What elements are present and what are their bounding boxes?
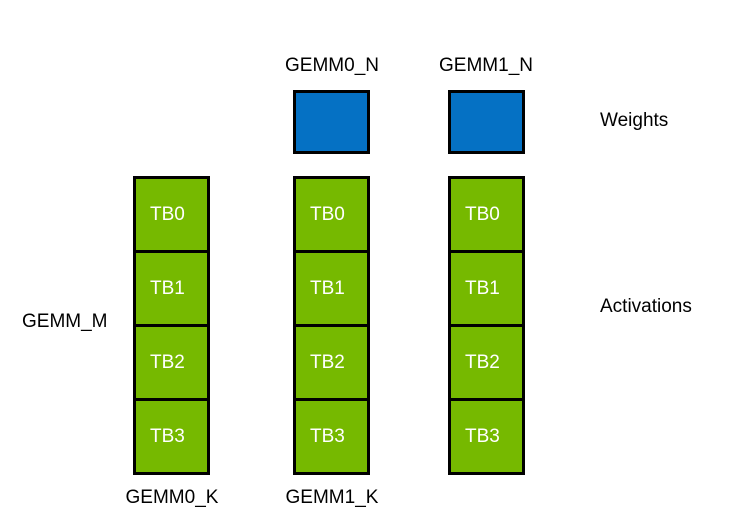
tb-cell-label: TB3: [150, 426, 185, 447]
gemm-m-label: GEMM_M: [22, 311, 108, 332]
tb-cell[interactable]: TB1: [293, 250, 370, 327]
tb-cell[interactable]: TB0: [293, 176, 370, 253]
tb-cell-label: TB3: [465, 426, 500, 447]
weights-row-label: Weights: [600, 110, 669, 131]
tb-cell[interactable]: TB3: [293, 398, 370, 475]
tb-cell[interactable]: TB2: [448, 324, 525, 401]
activation-column-2: TB0 TB1 TB2 TB3: [448, 176, 525, 475]
weight-block-1[interactable]: [448, 90, 525, 154]
bottom-label-gemm1-k: GEMM1_K: [285, 487, 379, 508]
tb-cell[interactable]: TB0: [133, 176, 210, 253]
tb-cell[interactable]: TB3: [448, 398, 525, 475]
tb-cell-label: TB0: [465, 204, 500, 225]
tb-cell[interactable]: TB1: [448, 250, 525, 327]
tb-cell-label: TB2: [310, 352, 345, 373]
column-header-gemm0-n-line1: GEMM0_N: [285, 55, 379, 76]
tb-cell-label: TB0: [150, 204, 185, 225]
bottom-label-gemm0-k: GEMM0_K: [125, 487, 219, 508]
column-header-gemm1-n-line1: GEMM1_N: [439, 55, 533, 76]
activation-column-0: TB0 TB1 TB2 TB3: [133, 176, 210, 475]
tb-cell[interactable]: TB3: [133, 398, 210, 475]
tb-cell-label: TB2: [465, 352, 500, 373]
tb-cell[interactable]: TB2: [293, 324, 370, 401]
activation-column-1: TB0 TB1 TB2 TB3: [293, 176, 370, 475]
tb-cell-label: TB3: [310, 426, 345, 447]
tb-cell-label: TB1: [310, 278, 345, 299]
tb-cell-label: TB0: [310, 204, 345, 225]
tb-cell[interactable]: TB2: [133, 324, 210, 401]
tb-cell-label: TB1: [150, 278, 185, 299]
tb-cell[interactable]: TB0: [448, 176, 525, 253]
tb-cell[interactable]: TB1: [133, 250, 210, 327]
tb-cell-label: TB2: [150, 352, 185, 373]
activations-row-label: Activations: [600, 296, 692, 317]
tb-cell-label: TB1: [465, 278, 500, 299]
weight-block-0[interactable]: [293, 90, 370, 154]
